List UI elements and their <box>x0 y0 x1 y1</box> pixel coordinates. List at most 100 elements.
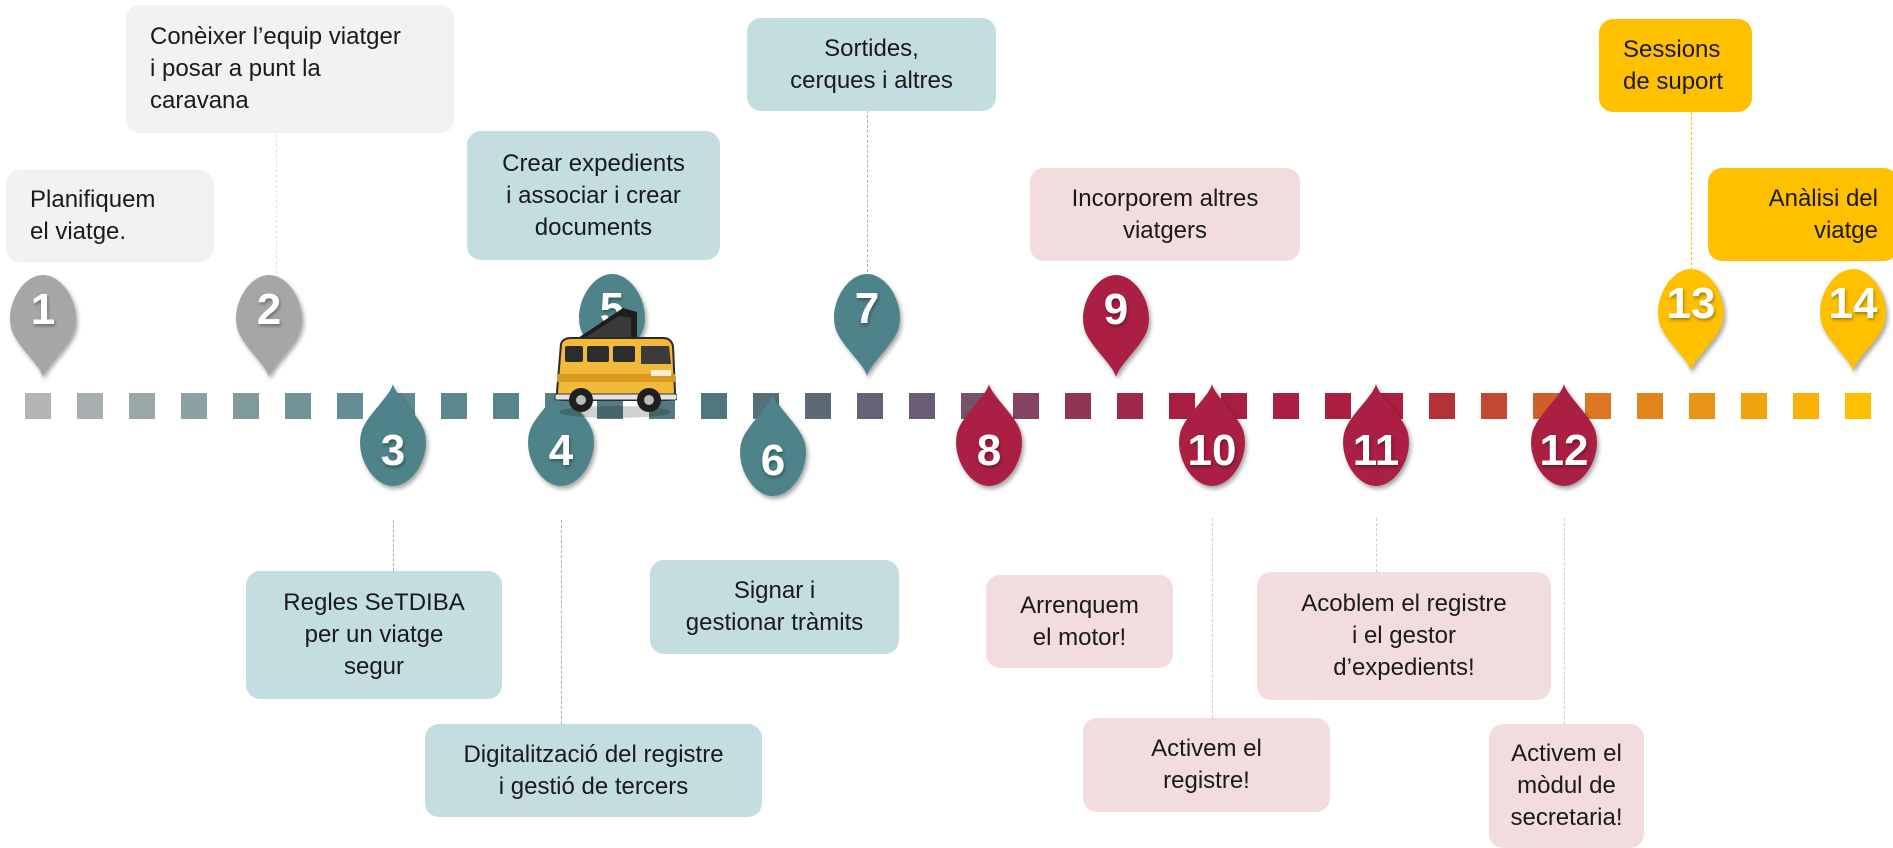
connector-12 <box>1564 518 1565 724</box>
milestone-2-pin: 2 <box>234 275 304 377</box>
connector-7 <box>867 110 868 272</box>
milestone-14-text: Anàlisi del viatge <box>1768 184 1878 244</box>
milestone-7-label: Sortides, cerques i altres <box>747 18 996 111</box>
milestone-4-number: 4 <box>548 426 574 475</box>
milestone-6-number: 6 <box>760 436 786 485</box>
milestone-6-text: Signar i gestionar tràmits <box>685 577 864 636</box>
milestone-14-number: 14 <box>1828 279 1878 328</box>
milestone-1-text: Planifiquem el viatge. <box>30 186 156 245</box>
road-segment <box>1845 393 1871 419</box>
milestone-9-label: Incorporem altres viatgers <box>1030 168 1300 261</box>
road-segment <box>285 393 311 419</box>
pin-marker-icon <box>834 274 900 376</box>
milestone-8-pin: 8 <box>954 384 1024 520</box>
milestone-7-number: 7 <box>854 284 880 333</box>
pin-marker-icon <box>1531 384 1597 486</box>
road-segment <box>25 393 51 419</box>
milestone-10-pin: 10 <box>1177 384 1247 520</box>
milestone-12-number: 12 <box>1539 426 1589 475</box>
milestone-9-pin: 9 <box>1081 275 1151 377</box>
road-segment <box>1689 393 1715 419</box>
road-segment <box>1117 393 1143 419</box>
connector-2 <box>276 134 277 274</box>
road-segment <box>1741 393 1767 419</box>
milestone-8-number: 8 <box>976 426 1002 475</box>
pin-marker-icon <box>236 275 302 377</box>
milestone-13-label: Sessions de suport <box>1599 19 1752 112</box>
milestone-13-text: Sessions de suport <box>1623 35 1724 95</box>
connector-11 <box>1376 518 1377 572</box>
milestone-8-text: Arrenquem el motor! <box>1020 591 1139 651</box>
road-segment <box>857 393 883 419</box>
milestone-4-text: Digitalització del registre i gestió de … <box>463 740 724 800</box>
milestone-4-label: Digitalització del registre i gestió de … <box>425 724 762 817</box>
road-segment <box>1325 393 1351 419</box>
road-segment <box>1429 393 1455 419</box>
connector-10 <box>1212 518 1213 718</box>
milestone-3-number: 3 <box>380 426 406 475</box>
road-segment <box>441 393 467 419</box>
milestone-1-label: Planifiquem el viatge. <box>6 170 214 262</box>
milestone-7-pin: 7 <box>832 274 902 376</box>
pin-marker-icon <box>1658 269 1724 371</box>
milestone-14-pin: 14 <box>1818 269 1888 371</box>
camper-van-graphic <box>554 308 678 418</box>
connector-13 <box>1691 112 1692 270</box>
pin-marker-icon <box>1179 384 1245 486</box>
milestone-2-text: Conèixer l’equip viatger i posar a punt … <box>150 23 401 114</box>
milestone-3-text: Regles SeTDIBA per un viatge segur <box>283 589 465 680</box>
road-segment <box>233 393 259 419</box>
milestone-10-label: Activem el registre! <box>1083 718 1330 812</box>
milestone-2-label: Conèixer l’equip viatger i posar a punt … <box>126 5 454 133</box>
milestone-9-number: 9 <box>1103 285 1129 334</box>
milestone-6-label: Signar i gestionar tràmits <box>650 560 899 654</box>
milestone-12-label: Activem el mòdul de secretaria! <box>1489 724 1644 848</box>
road-segment <box>129 393 155 419</box>
milestone-2-number: 2 <box>256 285 282 334</box>
connector-3 <box>393 520 394 571</box>
road-segment <box>1481 393 1507 419</box>
road-segment <box>1273 393 1299 419</box>
pin-marker-icon <box>360 384 426 486</box>
road-segment <box>181 393 207 419</box>
road-segment <box>1793 393 1819 419</box>
milestone-5-text: Crear expedients i associar i crear docu… <box>502 149 685 241</box>
pin-marker-icon <box>10 275 76 377</box>
pin-marker-icon <box>1820 269 1886 371</box>
milestone-11-label: Acoblem el registre i el gestor d’expedi… <box>1257 572 1551 700</box>
milestone-12-pin: 12 <box>1529 384 1599 520</box>
milestone-10-text: Activem el registre! <box>1151 735 1262 794</box>
milestone-4-pin: 4 <box>526 384 596 520</box>
road-segment <box>805 393 831 419</box>
milestone-14-label: Anàlisi del viatge <box>1708 168 1893 261</box>
milestone-6-pin: 6 <box>738 394 808 530</box>
road-segment <box>909 393 935 419</box>
milestone-13-pin: 13 <box>1656 269 1726 371</box>
milestone-3-label: Regles SeTDIBA per un viatge segur <box>246 571 502 699</box>
milestone-3-pin: 3 <box>358 384 428 520</box>
milestone-7-text: Sortides, cerques i altres <box>790 34 953 94</box>
road-segment <box>1013 393 1039 419</box>
milestone-9-text: Incorporem altres viatgers <box>1071 184 1259 244</box>
milestone-5-label: Crear expedients i associar i crear docu… <box>467 131 720 260</box>
pin-marker-icon <box>740 394 806 496</box>
road-segment <box>1585 393 1611 419</box>
road-segment <box>1637 393 1663 419</box>
road-segment <box>701 393 727 419</box>
pin-marker-icon <box>1343 384 1409 486</box>
camper-van-icon <box>553 300 678 424</box>
pin-marker-icon <box>956 384 1022 486</box>
road-segment <box>1065 393 1091 419</box>
milestone-8-label: Arrenquem el motor! <box>986 575 1173 668</box>
milestone-1-number: 1 <box>30 285 56 334</box>
milestone-11-number: 11 <box>1352 426 1400 475</box>
road-segment <box>337 393 363 419</box>
road-segment <box>77 393 103 419</box>
milestone-12-text: Activem el mòdul de secretaria! <box>1510 740 1623 831</box>
milestone-10-number: 10 <box>1187 426 1237 475</box>
pin-marker-icon <box>1083 275 1149 377</box>
connector-4 <box>561 520 562 724</box>
milestone-13-number: 13 <box>1666 279 1716 328</box>
milestone-1-pin: 1 <box>8 275 78 377</box>
